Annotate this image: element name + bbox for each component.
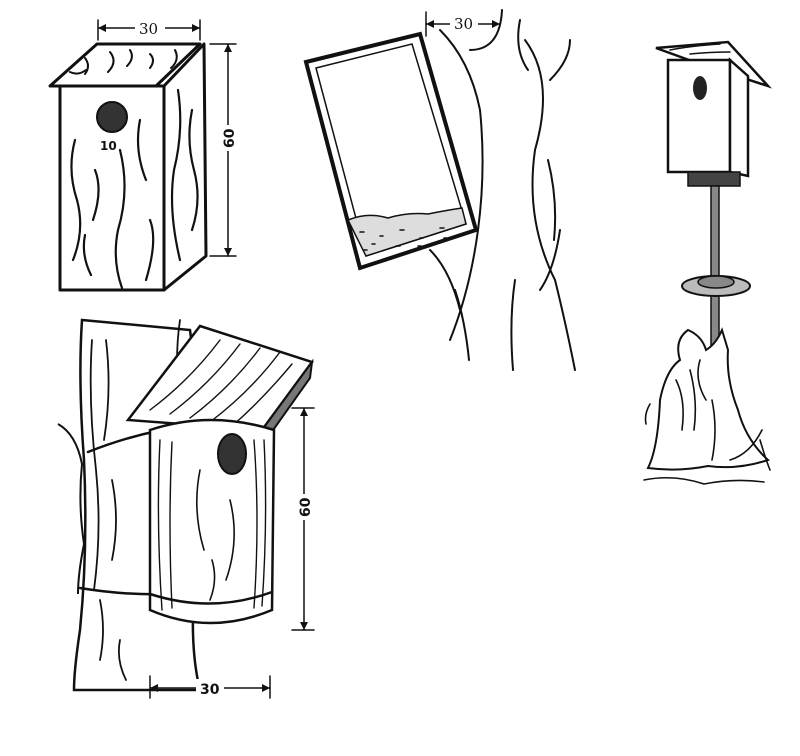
nest-box-rectangular: 10 30 60 — [48, 19, 238, 292]
tree-bark-lines — [429, 249, 516, 371]
entrance-hole — [96, 101, 128, 133]
nest-box-on-pole — [643, 40, 773, 485]
round-height-dimension-label: 60 — [298, 497, 314, 517]
tree-trunk-lines — [439, 9, 576, 371]
nest-box-hanging-on-tree: 30 — [303, 9, 576, 371]
round-box-entrance-hole — [217, 433, 247, 475]
round-box-body — [148, 418, 276, 625]
width-dimension-label: 30 — [139, 20, 158, 38]
round-width-dimension-label: 30 — [200, 682, 220, 698]
pole-box-entrance-hole — [693, 76, 707, 100]
height-dimension-label: 60 — [222, 128, 238, 148]
side-woodgrain — [170, 88, 199, 262]
hanging-width-dimension-label: 30 — [454, 15, 473, 33]
roof-woodgrain — [69, 49, 178, 75]
tree-stump — [646, 327, 770, 471]
front-woodgrain — [70, 118, 155, 290]
round-box-band — [148, 590, 274, 605]
box-side — [162, 42, 208, 292]
hole-diameter-label: 10 — [100, 139, 117, 153]
pole-box-side — [728, 57, 750, 178]
nest-bedding — [346, 207, 467, 257]
pole-box-base — [687, 171, 741, 187]
nest-box-round-on-tree: 60 30 — [57, 318, 315, 699]
box-roof — [48, 42, 202, 88]
